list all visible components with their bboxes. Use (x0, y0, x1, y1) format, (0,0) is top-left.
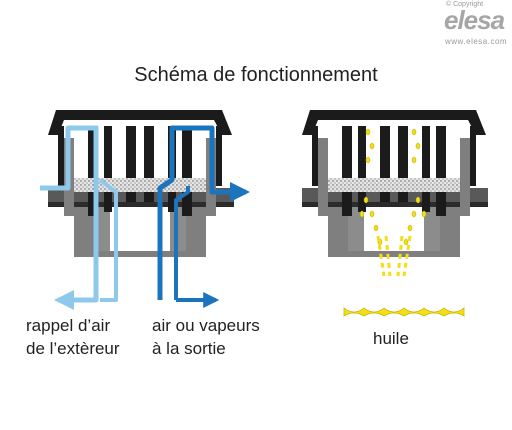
right-breather-diagram (302, 110, 488, 317)
oil-droplets (359, 128, 427, 246)
oil-label: huile (373, 329, 409, 348)
outlet-air-flow (157, 125, 250, 300)
diagram-title: Schéma de fonctionnement (134, 64, 378, 86)
inlet-label-line1: rappel d’air (26, 316, 111, 335)
outlet-label: air ou vapeurs à la sortie (152, 314, 260, 360)
brand-url: www.elesa.com (445, 37, 508, 46)
outlet-label-line2: à la sortie (152, 339, 226, 358)
right-cap (302, 110, 486, 135)
outlet-label-line1: air ou vapeurs (152, 316, 260, 335)
copyright-note: © Copyright (446, 1, 484, 8)
right-filter (328, 178, 460, 192)
inlet-label: rappel d’air de l’extèreur (26, 314, 120, 360)
oil-surface (343, 307, 465, 317)
left-breather-diagram (40, 110, 250, 310)
left-cap (48, 110, 232, 135)
inlet-air-flow (40, 125, 99, 310)
oil-streams (376, 235, 412, 277)
brand-logo: elesa (444, 5, 505, 35)
inlet-label-line2: de l’extèreur (26, 339, 120, 358)
